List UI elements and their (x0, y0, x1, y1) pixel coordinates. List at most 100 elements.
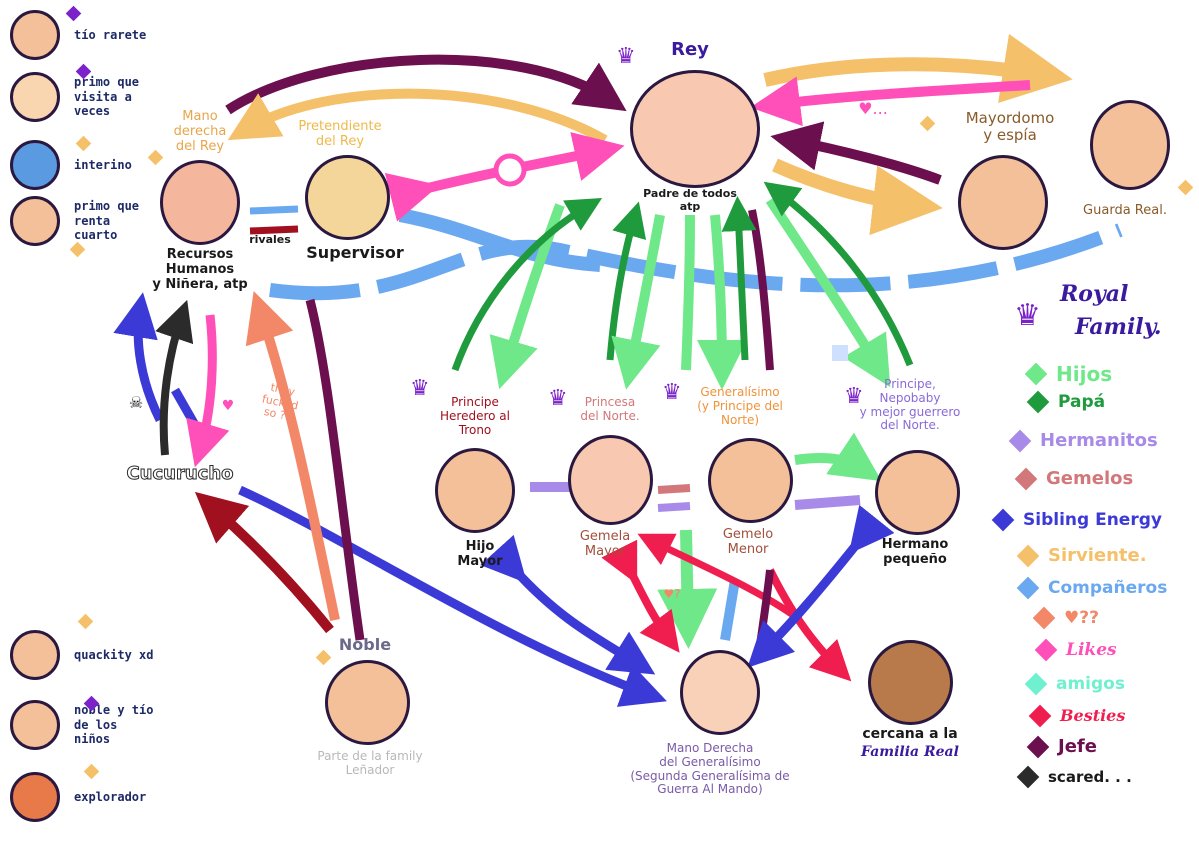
heart-icon: ♥ (221, 398, 235, 414)
legend-item: amigos (1024, 672, 1125, 696)
cercana-portrait[interactable] (868, 640, 953, 725)
arrow-hijos-general-mano (657, 529, 718, 649)
noble-portrait[interactable] (325, 660, 410, 745)
arrow-papa-general-rey (721, 196, 757, 361)
arrow-hijos-rey-princesa (611, 214, 665, 390)
hijo-mayor-portrait[interactable] (435, 448, 515, 533)
cucurucho-name: Cucurucho (126, 463, 234, 484)
side-item-tio-rarete[interactable]: tío rarete (10, 10, 146, 60)
legend-item: Hermanitos (1008, 429, 1158, 452)
legend-diamond-icon (1008, 429, 1032, 452)
arrow-jefe-noble-supervisor (305, 298, 365, 641)
rey-title: Rey (671, 39, 709, 60)
arrow-coral-noble-recursos (245, 291, 340, 622)
side-item-label: quackity xd (74, 647, 154, 662)
legend-title-2: Family. (1075, 314, 1162, 340)
arrow-sirviente-rey-guarda (763, 33, 1073, 104)
avatar (10, 196, 60, 246)
noble-subtitle: Parte de la family Leñador (317, 749, 423, 777)
arrow-likes-guarda-rey (750, 76, 1031, 127)
arrow-sibling-cucu-recursos (113, 292, 165, 423)
legend-diamond-icon (1024, 672, 1048, 696)
arrow-sibling-dashed (171, 387, 199, 428)
arrow-sirviente-rey-mano (227, 88, 608, 145)
side-item-primo-visita[interactable]: primo que visita a veces (10, 72, 139, 122)
legend-diamond-icon (1014, 467, 1038, 490)
legend-item: scared. . . (1016, 765, 1132, 789)
hijo-mayor-name: Hijo Mayor (457, 539, 503, 569)
legend-item: Sirviente. (1016, 544, 1147, 567)
arrow-gemelos-1 (657, 484, 691, 494)
avatar (10, 10, 60, 60)
side-item-interino[interactable]: interino (10, 140, 132, 190)
gemelo-menor-portrait[interactable] (708, 438, 793, 523)
side-item-label: primo que renta cuarto (74, 199, 140, 243)
supervisor-portrait[interactable] (305, 155, 390, 240)
legend-diamond-icon (1016, 544, 1040, 567)
legend-item: Jefe (1026, 735, 1097, 758)
legend-label: Compañeros (1048, 578, 1168, 598)
arrow-companeros-mano-general (720, 579, 740, 641)
arrow-companeros-band (269, 223, 1123, 301)
legend-diamond-icon (1026, 390, 1050, 414)
avatar (10, 72, 60, 122)
rey-portrait[interactable] (630, 70, 760, 188)
arrow-companeros-supervisor (398, 208, 601, 272)
arrow-gemelos-2 (657, 502, 691, 512)
mayordomo-portrait[interactable] (958, 155, 1048, 250)
arrow-jefe-general-rey (748, 209, 774, 371)
arrow-sibling-cucu-mano (238, 485, 667, 707)
gemela-mayor-name: Gemela Mayor (579, 529, 631, 559)
gemelo-menor-name: Gemelo Menor (722, 527, 774, 557)
legend-diamond-icon (1034, 638, 1058, 662)
legend-item: ♥?? (1032, 606, 1099, 630)
legend-label: Likes (1066, 640, 1117, 660)
side-item-explorador[interactable]: explorador (10, 772, 146, 822)
arrow-scared-cucu-recursos (155, 299, 194, 456)
guarda-real-portrait[interactable] (1090, 100, 1170, 190)
side-item-primo-renta[interactable]: primo que renta cuarto (10, 196, 139, 246)
legend-diamond-icon (1026, 735, 1050, 758)
side-item-label: primo que visita a veces (74, 75, 140, 119)
side-item-label: noble y tío de los niños (74, 703, 154, 747)
side-item-noble-tio[interactable]: noble y tío de los niños (10, 700, 153, 750)
arrow-besties-2 (766, 568, 852, 682)
arrow-rival-noble-cucu (194, 491, 334, 634)
mano-generalisimo-subtitle: Mano Derecha del Generalísimo (Segunda G… (630, 741, 790, 797)
arrow-hijos-rey-heredero (489, 203, 565, 390)
legend-item: Compañeros (1016, 576, 1168, 600)
side-item-label: tío rarete (74, 27, 147, 42)
side-item-label: interino (74, 157, 132, 172)
noble-name: Noble (338, 635, 392, 654)
legend-label: Jefe (1058, 736, 1097, 757)
gemela-mayor-portrait[interactable] (568, 435, 653, 525)
mano-derecha-role: Mano derecha del Rey (173, 109, 227, 154)
arrow-likes-recursos-cucu (186, 314, 230, 468)
legend-diamond-icon (1028, 704, 1052, 727)
arrow-hijos-rey-general (681, 214, 695, 371)
legend-label: Sirviente. (1048, 545, 1147, 566)
crown-icon: ♛ (410, 376, 430, 401)
legend-item: Besties (1028, 704, 1125, 727)
avatar (10, 630, 60, 680)
legend-label: Sibling Energy (1023, 510, 1162, 530)
crown-icon: ♛ (548, 386, 568, 411)
decor-square (832, 345, 848, 361)
arrow-hijos-rey-nepo (765, 197, 891, 388)
avatar (10, 772, 60, 822)
rivales-label: rivales (249, 233, 291, 246)
mano-generalisimo-portrait[interactable] (680, 650, 760, 735)
side-item-quackity[interactable]: quackity xd (10, 630, 153, 680)
crown-icon: ♛ (662, 380, 682, 405)
pretendiente-role: Pretendiente del Rey (298, 119, 382, 149)
legend-label: Gemelos (1046, 468, 1134, 489)
legend-label: amigos (1056, 674, 1125, 694)
mayordomo-role: Mayordomo y espía (965, 109, 1055, 145)
heart-icon (493, 153, 527, 187)
recursos-humanos-portrait[interactable] (160, 160, 240, 245)
legend-diamond-icon (1024, 362, 1048, 386)
legend-diamond-icon (1032, 606, 1056, 630)
hermano-pequeno-portrait[interactable] (875, 450, 960, 535)
hermano-pequeno-name: Hermano pequeño (881, 537, 949, 567)
